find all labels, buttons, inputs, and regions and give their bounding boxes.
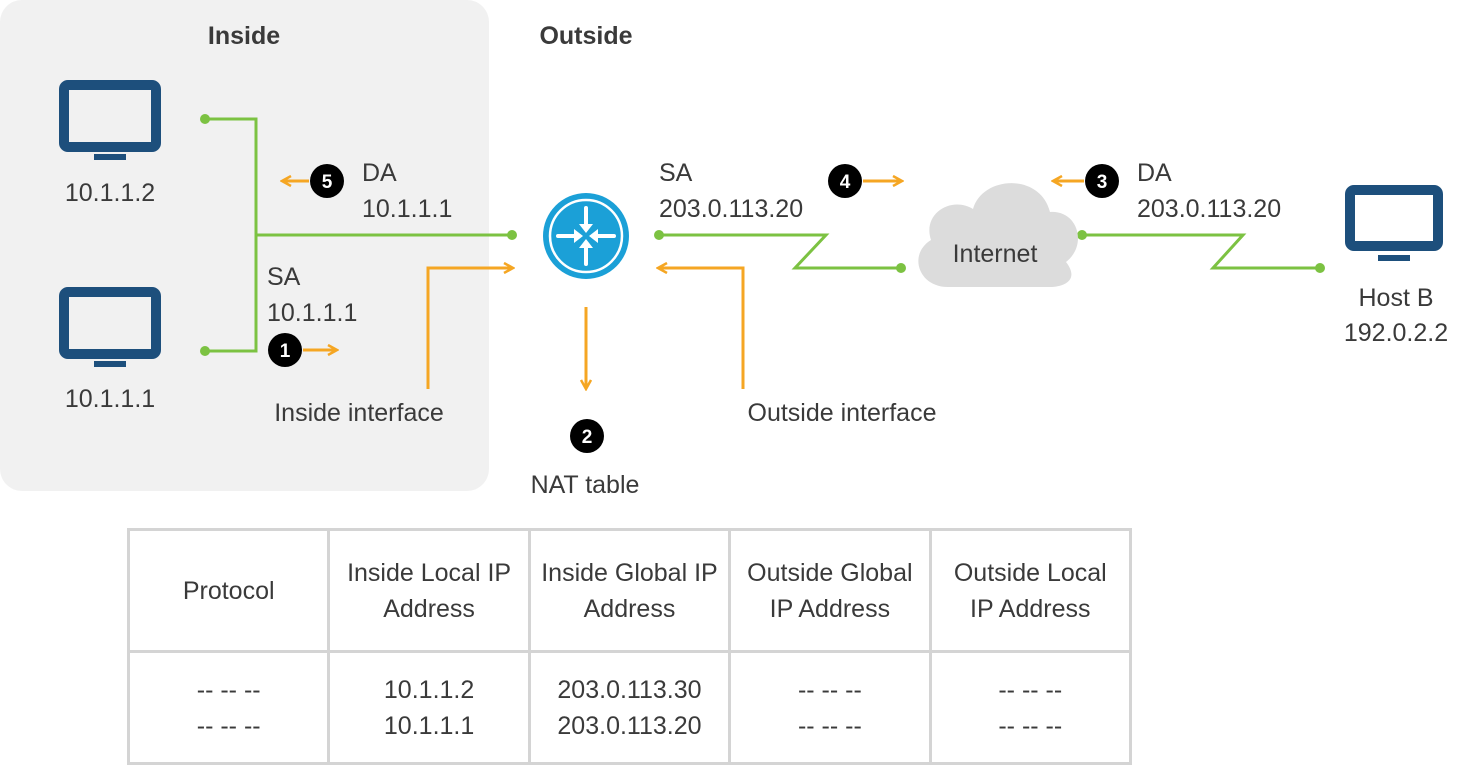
step3-da-ip: 203.0.113.20 [1137,195,1281,223]
router-icon [543,193,629,279]
step4-sa-ip: 203.0.113.20 [659,195,803,223]
step1-sa-label: SA [267,263,301,291]
outside-local-cell: -- -- ---- -- -- [928,650,1133,765]
step5-da-label: DA [362,159,397,187]
host-b-ip: 192.0.2.2 [1344,319,1448,347]
pc1-ip: 10.1.1.2 [65,179,155,207]
col-protocol: Protocol [126,528,331,653]
svg-text:5: 5 [322,172,333,193]
pc2-ip: 10.1.1.1 [65,385,155,413]
svg-text:2: 2 [582,427,593,448]
inside-links [200,114,517,356]
step4-sa-label: SA [659,159,693,187]
outside-interface-label: Outside interface [748,399,937,427]
outside-links [654,230,1325,273]
svg-text:4: 4 [840,172,851,193]
inside-zone [0,0,489,491]
step5-da-ip: 10.1.1.1 [362,195,452,223]
monitor-icon [59,287,161,367]
host-b-name: Host B [1358,284,1433,312]
step3-da-label: DA [1137,159,1172,187]
monitor-icon [1345,185,1443,261]
cloud-icon [918,183,1078,287]
step-badge-2: 2 [570,419,604,453]
protocol-cell: -- -- ---- -- -- [126,650,331,765]
inside-interface-label: Inside interface [274,399,444,427]
outside-zone-title: Outside [539,22,632,50]
outside-global-cell: -- -- ---- -- -- [728,650,932,765]
step-badge-1: 1 [268,333,302,367]
monitor-icon [59,80,161,160]
step1-sa-ip: 10.1.1.1 [267,299,357,327]
step-badge-5: 5 [310,164,344,198]
svg-text:1: 1 [280,341,291,362]
step-badge-3: 3 [1085,164,1119,198]
step-badge-4: 4 [828,164,862,198]
flow-arrows [282,181,1084,389]
nat-table-label: NAT table [531,471,640,499]
cloud-label: Internet [953,240,1038,268]
inside-zone-title: Inside [208,22,280,50]
svg-text:3: 3 [1097,172,1108,193]
